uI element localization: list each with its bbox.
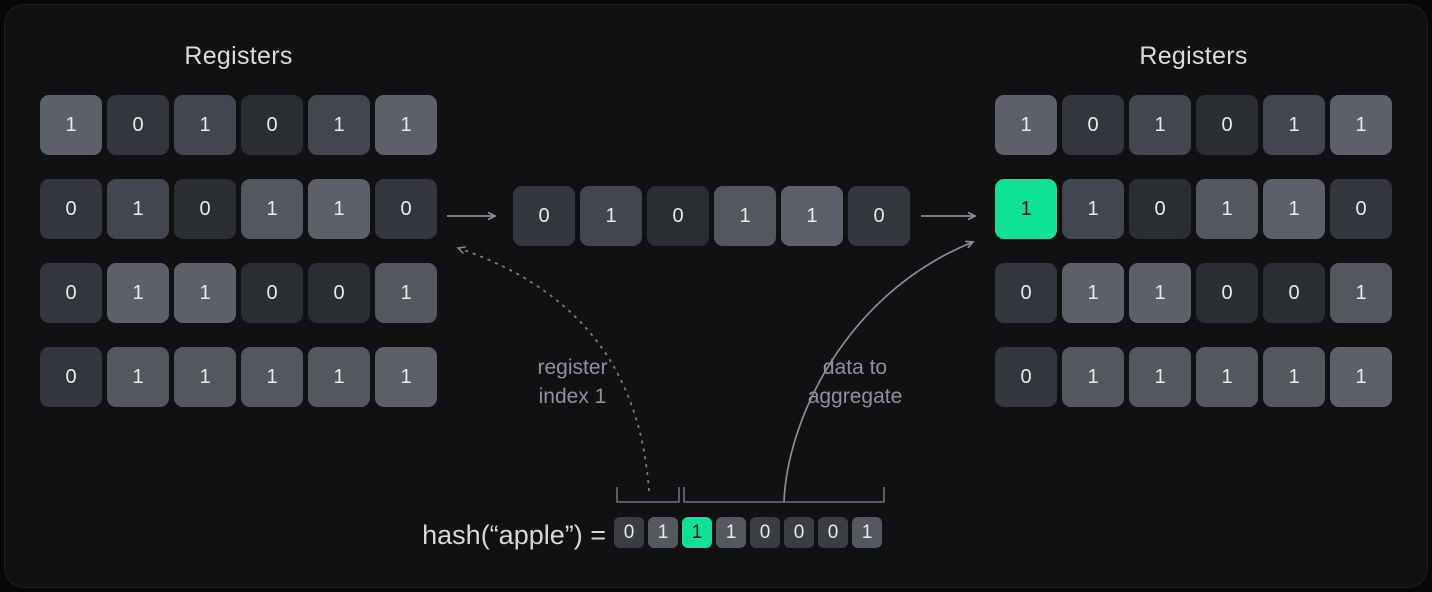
register-index-label: register index 1 [490,353,655,411]
register-cell: 1 [40,95,102,155]
register-cell: 0 [995,347,1057,407]
register-index-label-line2: index 1 [538,385,607,408]
register-cell: 1 [1129,263,1191,323]
register-cell: 1 [375,347,437,407]
register-cell: 0 [1330,179,1392,239]
register-cell: 1 [1263,95,1325,155]
register-cell: 0 [40,347,102,407]
register-index-label-line1: register [537,356,608,379]
register-cell: 1 [1062,263,1124,323]
register-cell: 0 [107,95,169,155]
bit-cell: 1 [682,517,712,548]
register-cell: 1 [241,179,303,239]
register-cell: 0 [241,95,303,155]
register-cell: 1 [241,347,303,407]
right-registers-title: Registers [1139,42,1248,70]
register-cell: 1 [781,186,843,246]
register-cell: 0 [1263,263,1325,323]
data-to-aggregate-label: data to aggregate [772,353,938,411]
register-cell: 1 [1330,95,1392,155]
data-to-aggregate-label-line1: data to [822,356,888,379]
register-cell: 1 [1062,179,1124,239]
register-cell: 1 [1330,263,1392,323]
register-cell: 1 [1196,347,1258,407]
register-cell: 0 [375,179,437,239]
register-cell: 1 [174,263,236,323]
register-cell: 0 [174,179,236,239]
register-cell: 1 [995,95,1057,155]
register-cell: 1 [308,179,370,239]
register-cell: 1 [174,95,236,155]
register-cell: 0 [40,179,102,239]
register-cell: 1 [1263,179,1325,239]
register-cell: 1 [1062,347,1124,407]
register-cell: 0 [1196,263,1258,323]
register-cell: 1 [1330,347,1392,407]
register-cell: 1 [375,95,437,155]
register-cell: 1 [1129,95,1191,155]
bit-cell: 0 [784,517,814,548]
register-cell: 1 [174,347,236,407]
register-cell: 1 [580,186,642,246]
register-cell: 1 [107,263,169,323]
register-cell: 0 [995,263,1057,323]
bit-cell: 0 [818,517,848,548]
register-cell: 1 [107,179,169,239]
bit-cell: 0 [750,517,780,548]
register-cell: 1 [375,263,437,323]
register-cell: 1 [1196,179,1258,239]
register-cell: 0 [647,186,709,246]
register-cell: 1 [107,347,169,407]
register-cell: 0 [513,186,575,246]
register-cell: 1 [1263,347,1325,407]
register-cell: 1 [308,95,370,155]
register-cell: 0 [241,263,303,323]
register-cell: 1 [1129,347,1191,407]
register-cell: 0 [1129,179,1191,239]
data-to-aggregate-label-line2: aggregate [807,385,903,408]
register-cell: 0 [40,263,102,323]
register-cell: 0 [1196,95,1258,155]
bit-cell: 1 [716,517,746,548]
bit-cell: 1 [648,517,678,548]
hash-expression-label: hash(“apple”) = [422,520,606,550]
bit-cell: 0 [614,517,644,548]
register-cell: 1 [995,179,1057,239]
register-cell: 0 [848,186,910,246]
bit-cell: 1 [852,517,882,548]
left-registers-title: Registers [184,42,293,70]
register-cell: 0 [308,263,370,323]
register-cell: 0 [1062,95,1124,155]
register-cell: 1 [308,347,370,407]
register-cell: 1 [714,186,776,246]
